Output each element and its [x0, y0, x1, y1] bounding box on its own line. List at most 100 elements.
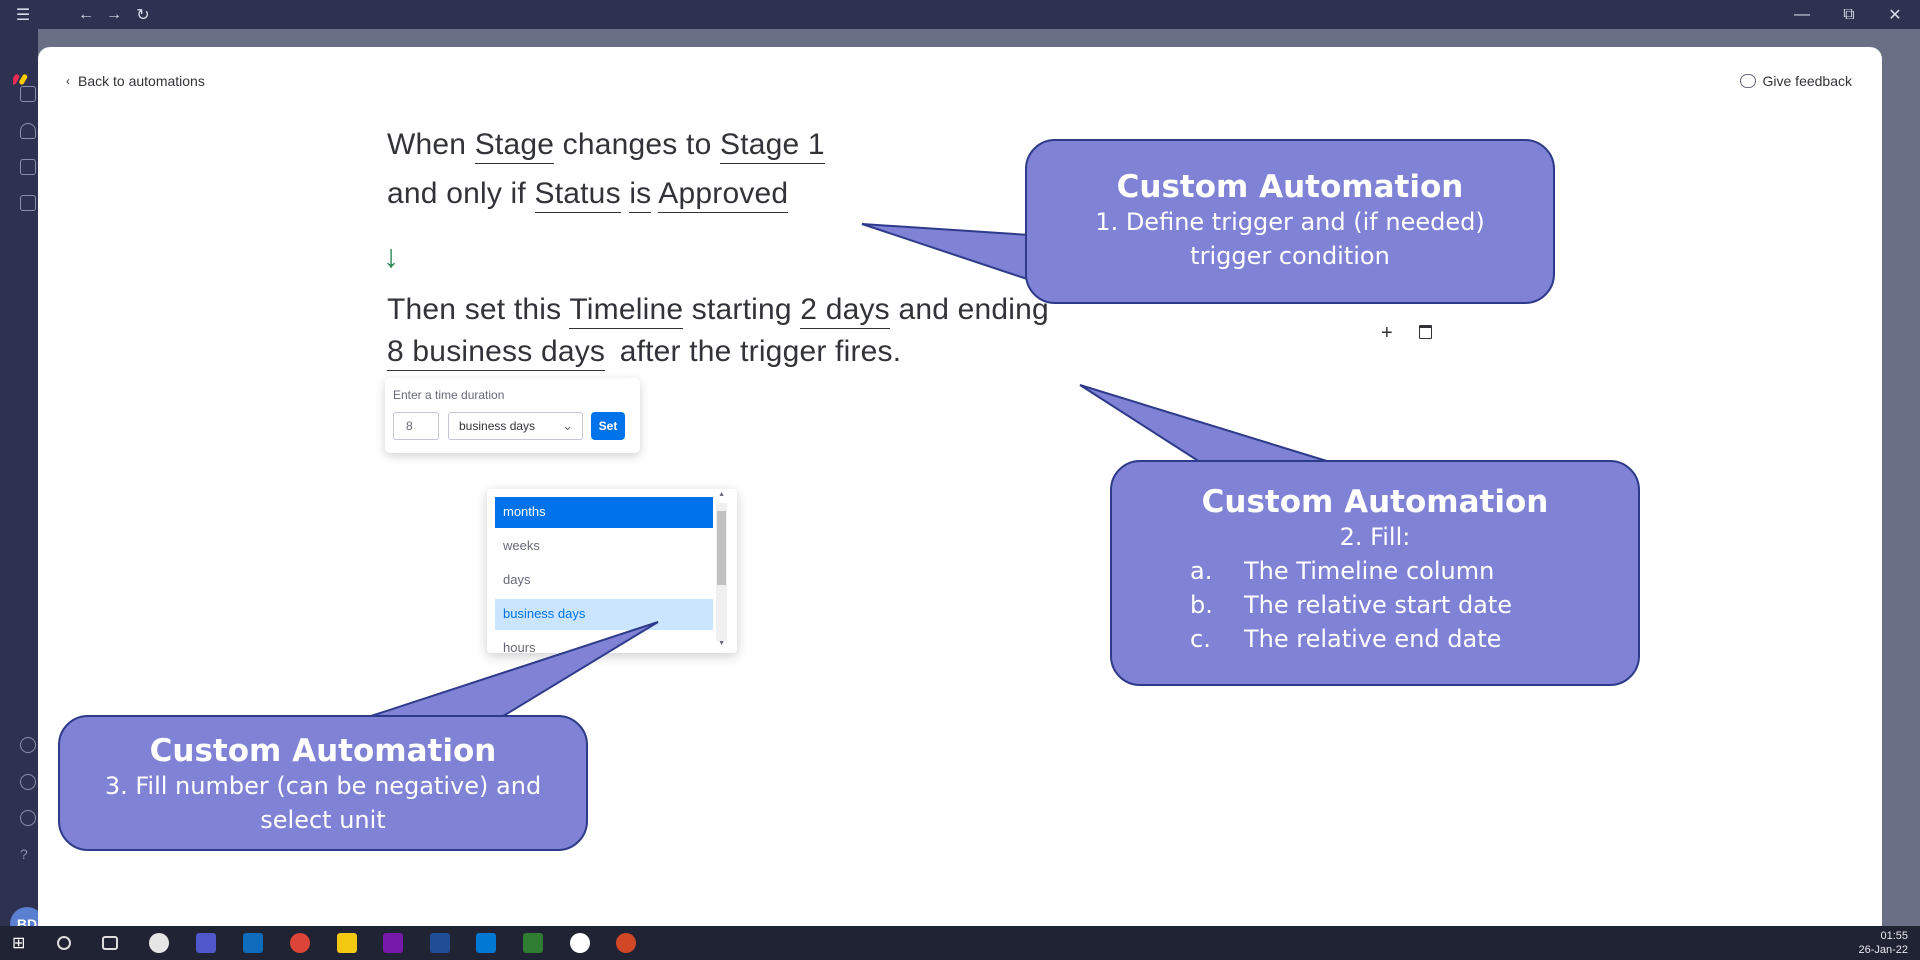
duration-unit-select[interactable]: business days ⌄: [448, 412, 583, 440]
back-to-automations-link[interactable]: ‹ Back to automations: [66, 73, 205, 89]
app-icon-1[interactable]: [149, 933, 169, 953]
trigger-column-token[interactable]: Stage: [474, 128, 555, 164]
callout-line: 2. Fill:: [1339, 523, 1411, 551]
item-text: The relative end date: [1244, 625, 1502, 653]
chrome-icon[interactable]: [290, 933, 310, 953]
item-text: The Timeline column: [1244, 557, 1495, 585]
onenote-icon[interactable]: [383, 933, 403, 953]
item-letter: c.: [1190, 625, 1211, 653]
duration-number-input[interactable]: 8: [393, 412, 439, 440]
add-icon[interactable]: +: [1381, 322, 1393, 344]
time-duration-popover: Enter a time duration 8 business days ⌄ …: [385, 378, 640, 453]
condition-value-token[interactable]: Approved: [658, 177, 789, 213]
scroll-up-icon[interactable]: ▲: [718, 491, 725, 498]
sentence-condition-line: and only if Status is Approved: [387, 177, 789, 213]
sentence-text: changes to: [562, 128, 712, 161]
target-column-token[interactable]: Timeline: [569, 293, 684, 329]
app-icon-chart[interactable]: [523, 933, 543, 953]
windows-taskbar: ⊞ 01:55 26-Jan-22: [0, 926, 1920, 960]
item-letter: a.: [1190, 557, 1213, 585]
sentence-text: and ending: [898, 293, 1049, 326]
unit-select-value: business days: [459, 419, 536, 433]
unit-option-months[interactable]: months: [495, 497, 713, 528]
dropdown-scrollbar[interactable]: [716, 503, 727, 641]
condition-operator-token[interactable]: is: [629, 177, 652, 213]
duration-label: Enter a time duration: [393, 388, 505, 402]
callout-line: trigger condition: [1190, 242, 1390, 270]
powerpoint-icon[interactable]: [616, 933, 636, 953]
search-icon[interactable]: [20, 810, 36, 826]
callout-title: Custom Automation: [1201, 484, 1549, 520]
unit-option-weeks[interactable]: weeks: [503, 538, 540, 553]
callout-title: Custom Automation: [149, 733, 497, 769]
back-link-label: Back to automations: [78, 73, 205, 89]
sentence-text: Then set this: [387, 293, 562, 326]
close-icon[interactable]: ✕: [1888, 7, 1902, 24]
unit-dropdown-list: months weeks days business days hours ▲ …: [487, 489, 737, 653]
unit-option-days[interactable]: days: [503, 572, 531, 587]
scrollbar-thumb[interactable]: [717, 511, 726, 585]
chevron-down-icon: ⌄: [562, 418, 573, 433]
arrow-down-icon: ↓: [383, 238, 399, 274]
back-arrow-icon[interactable]: ←: [78, 6, 94, 23]
vscode-icon[interactable]: [476, 933, 496, 953]
item-text: The relative start date: [1244, 591, 1513, 619]
callout-line: select unit: [260, 806, 386, 834]
callout-line: 3. Fill number (can be negative) and: [104, 772, 542, 800]
forward-arrow-icon[interactable]: →: [106, 6, 122, 23]
sentence-text: When: [387, 128, 467, 161]
my-work-icon[interactable]: [20, 195, 36, 211]
unit-option-hours[interactable]: hours: [503, 640, 536, 653]
menu-icon[interactable]: ☰: [15, 7, 31, 24]
workspace-icon[interactable]: [20, 86, 36, 102]
callout-list-item: b. The relative start date: [1112, 588, 1638, 622]
callout-line: 1. Define trigger and (if needed): [1095, 208, 1485, 236]
help-icon[interactable]: ?: [20, 846, 28, 862]
minimize-icon[interactable]: —: [1794, 6, 1810, 23]
windows-start-icon[interactable]: ⊞: [12, 935, 26, 952]
callout-step-2: Custom Automation 2. Fill: a. The Timelin…: [1110, 460, 1640, 686]
outlook-icon[interactable]: [243, 933, 263, 953]
clock-date: 26-Jan-22: [1858, 944, 1908, 956]
sentence-text: starting: [691, 293, 792, 326]
notifications-icon[interactable]: [20, 123, 36, 139]
apps-icon[interactable]: [20, 737, 36, 753]
callout-list-item: a. The Timeline column: [1112, 554, 1638, 588]
restore-icon[interactable]: ⧉: [1843, 6, 1855, 23]
file-explorer-icon[interactable]: [337, 933, 357, 953]
app-right-strip: [1882, 29, 1920, 926]
app-left-rail: ? BD: [0, 29, 44, 941]
reload-icon[interactable]: ↻: [136, 7, 150, 24]
monday-app-icon[interactable]: [570, 933, 590, 953]
taskbar-search-icon[interactable]: [57, 936, 71, 950]
clock-time: 01:55: [1880, 930, 1908, 942]
start-offset-token[interactable]: 2 days: [800, 293, 890, 329]
chevron-left-icon: ‹: [66, 74, 70, 88]
powershell-icon[interactable]: [430, 933, 450, 953]
trash-icon[interactable]: [1418, 325, 1432, 339]
unit-option-business-days[interactable]: business days: [495, 599, 713, 630]
taskbar-clock[interactable]: 01:55 26-Jan-22: [1858, 929, 1908, 957]
sentence-action-line-2: 8 business days after the trigger fires.: [387, 335, 902, 371]
trigger-value-token[interactable]: Stage 1: [720, 128, 825, 164]
inbox-icon[interactable]: [20, 159, 36, 175]
window-titlebar: ☰ ← → ↻ — ⧉ ✕: [0, 0, 1920, 29]
sentence-text: after the trigger fires.: [619, 335, 902, 368]
feedback-label: Give feedback: [1762, 73, 1853, 89]
callout-list-item: c. The relative end date: [1112, 622, 1638, 656]
invite-icon[interactable]: [20, 774, 36, 790]
set-button[interactable]: Set: [591, 412, 625, 440]
end-offset-token[interactable]: 8 business days: [387, 335, 606, 371]
scroll-down-icon[interactable]: ▼: [718, 640, 725, 647]
chat-bubble-icon: [1739, 74, 1756, 88]
callout-title: Custom Automation: [1116, 169, 1464, 205]
give-feedback-button[interactable]: Give feedback: [1739, 73, 1853, 89]
item-letter: b.: [1190, 591, 1213, 619]
duration-value: 8: [406, 419, 413, 433]
action-row-controls: +: [1381, 322, 1432, 345]
task-view-icon[interactable]: [102, 936, 118, 950]
callout-step-3: Custom Automation 3. Fill number (can be…: [58, 715, 588, 851]
teams-icon[interactable]: [196, 933, 216, 953]
app-logo-icon: [13, 74, 28, 85]
condition-column-token[interactable]: Status: [534, 177, 621, 213]
